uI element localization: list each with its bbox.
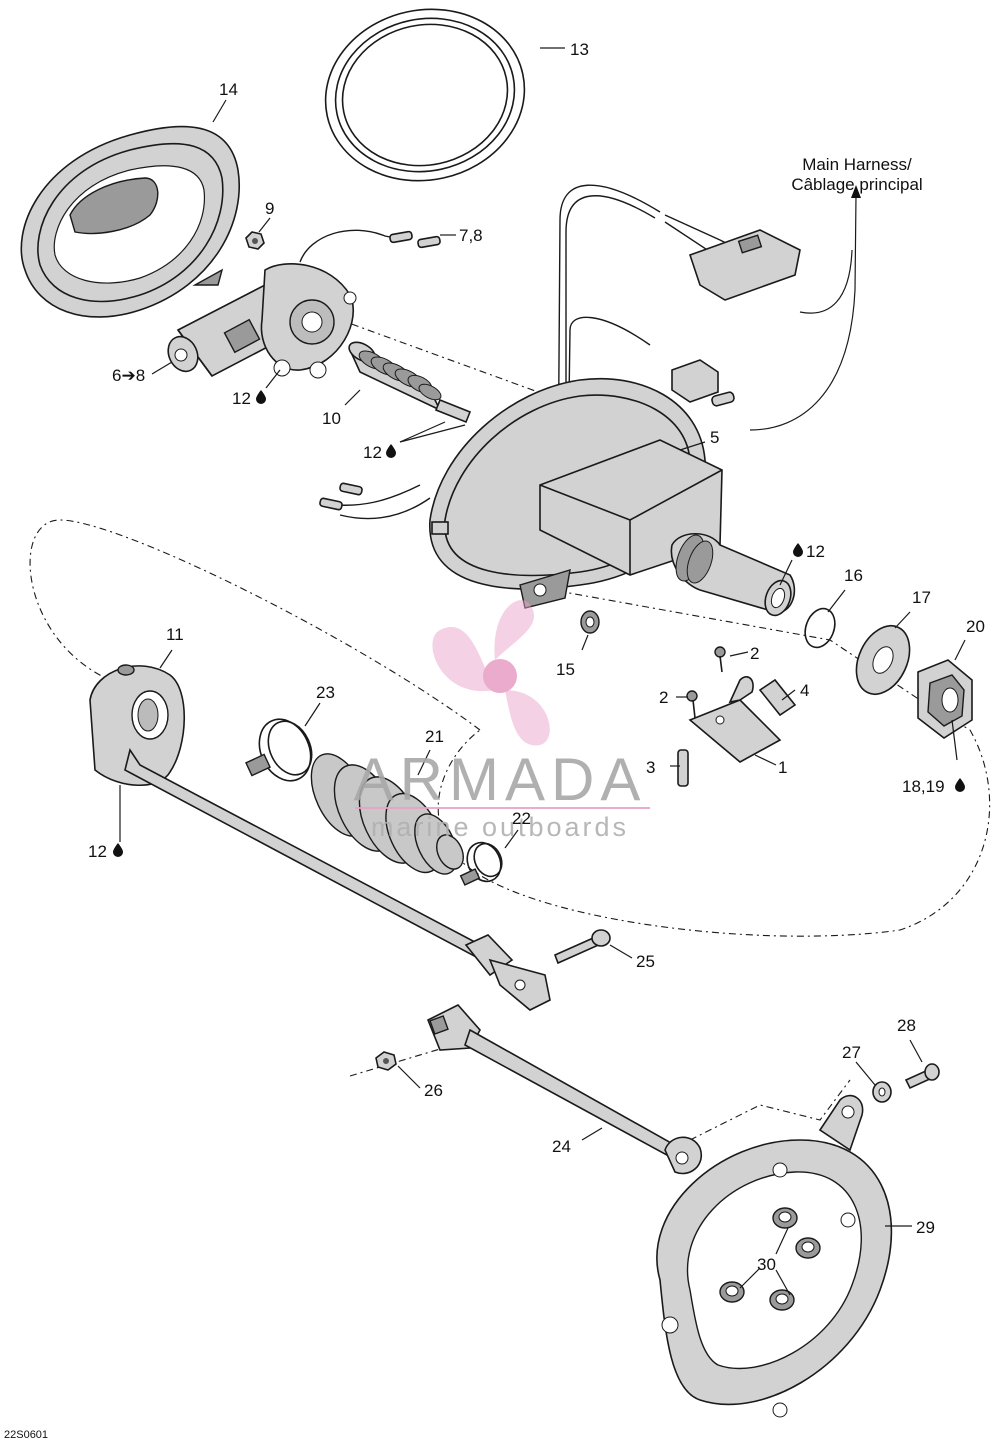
part-16-o-ring (804, 607, 836, 649)
part-11-tiller-arm (89, 664, 551, 1011)
part-4-pad (758, 678, 797, 717)
part-25-bolt (553, 929, 611, 965)
callout-23: 23 (316, 683, 335, 702)
part-10-worm-screw (348, 341, 472, 424)
watermark: ARMADA marine outboards (354, 600, 650, 842)
callout-28: 28 (897, 1016, 916, 1035)
part-2-screw-a (714, 646, 726, 673)
callout-17: 17 (912, 588, 931, 607)
callout-21: 21 (425, 727, 444, 746)
part-5-housing (429, 377, 796, 617)
callout-6-8: 6➔8 (112, 366, 145, 385)
callout-24: 24 (552, 1137, 571, 1156)
propeller-logo-icon (432, 600, 550, 746)
watermark-subtitle: marine outboards (371, 812, 629, 842)
part-2-screw-b (686, 690, 698, 719)
oil-drop-icon (386, 444, 396, 458)
main-harness-wiring (319, 184, 801, 520)
callout-30: 30 (757, 1255, 776, 1274)
callout-29: 29 (916, 1218, 935, 1237)
callout-18-19: 18,19 (902, 777, 945, 796)
part-23-clamp (245, 718, 313, 782)
part-26-nut (375, 1051, 397, 1071)
watermark-title: ARMADA (354, 746, 647, 813)
harness-arrow (749, 185, 861, 431)
callout-7-8: 7,8 (459, 226, 483, 245)
harness-label-line2: Câblage principal (791, 175, 922, 194)
part-15-grommet (580, 610, 600, 634)
callout-14: 14 (219, 80, 238, 99)
callout-2-a: 2 (750, 644, 759, 663)
callout-22: 22 (512, 809, 531, 828)
harness-label-line1: Main Harness/ (802, 155, 912, 174)
oil-drop-icon (256, 390, 266, 404)
callout-27: 27 (842, 1043, 861, 1062)
callout-15: 15 (556, 660, 575, 679)
part-3-pin (677, 749, 689, 787)
callout-12-d: 12 (88, 842, 107, 861)
part-24-tie-rod (426, 1004, 703, 1175)
part-27-washer (872, 1081, 892, 1103)
callout-4: 4 (800, 681, 809, 700)
callout-1: 1 (778, 758, 787, 777)
part-7-8-terminals (299, 229, 441, 263)
callout-20: 20 (966, 617, 985, 636)
callout-5: 5 (710, 428, 719, 447)
part-22-clamp (459, 841, 503, 886)
part-13-seal-ring (324, 8, 526, 182)
callout-11: 11 (166, 625, 184, 644)
callout-3: 3 (646, 758, 655, 777)
figure-id: 22S0601 (4, 1429, 48, 1441)
callout-26: 26 (424, 1081, 443, 1100)
callout-10: 10 (322, 409, 341, 428)
oil-drop-icon (793, 543, 803, 557)
oil-drop-icon (955, 778, 965, 792)
part-1-bracket (688, 676, 782, 763)
part-28-screw (904, 1063, 940, 1090)
leader-lines (119, 47, 966, 1296)
callout-2-b: 2 (659, 688, 668, 707)
part-17-washer (855, 625, 911, 695)
callout-12-b: 12 (363, 443, 382, 462)
part-6-motor (167, 263, 357, 379)
callout-16: 16 (844, 566, 863, 585)
callout-12-c: 12 (806, 542, 825, 561)
part-30-bushings (719, 1207, 821, 1311)
callout-12-a: 12 (232, 389, 251, 408)
part-29-ring-bracket (656, 1094, 893, 1418)
part-20-nut (917, 659, 973, 739)
callout-labels: 13 14 9 7,8 6➔8 12 10 12 5 12 16 17 20 1… (88, 40, 985, 1274)
part-9-nut (245, 231, 265, 250)
callout-9: 9 (265, 199, 274, 218)
callout-25: 25 (636, 952, 655, 971)
callout-13: 13 (570, 40, 589, 59)
part-14-cover (20, 125, 240, 318)
oil-drop-icon (113, 843, 123, 857)
